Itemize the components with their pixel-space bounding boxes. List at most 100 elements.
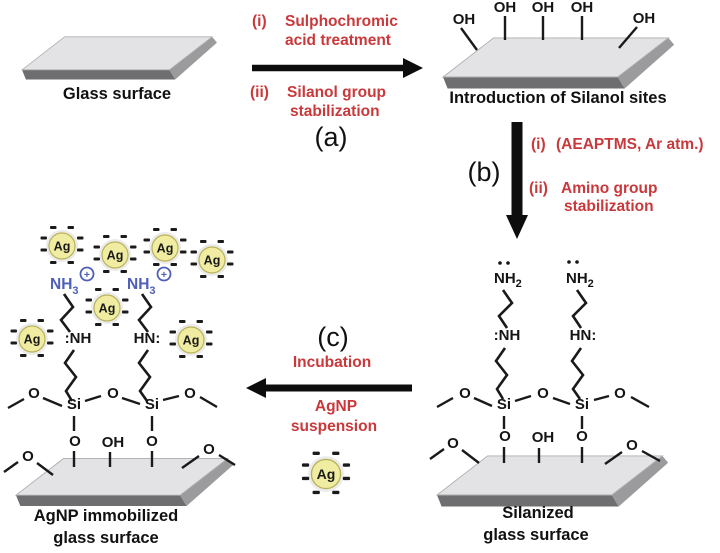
- oxygen-atom: O: [499, 428, 511, 445]
- step-a-ii-num: (ii): [250, 84, 269, 101]
- agnp-label: Ag: [204, 254, 221, 268]
- agnp-icon: Ag: [39, 225, 85, 265]
- agnp-icon: Ag: [189, 239, 235, 279]
- stage3-label-line2: glass surface: [483, 526, 588, 544]
- ammonium-group: NH3 +: [50, 266, 95, 297]
- stage3-label-line1: Silanized: [502, 504, 574, 522]
- stage2-label: Introduction of Silanol sites: [449, 89, 666, 107]
- agnp-label: Ag: [183, 334, 200, 348]
- hydroxyl-group: OH: [532, 429, 555, 446]
- arrow-c-head: [246, 378, 266, 398]
- step-a-ii-line1: Silanol group: [287, 84, 386, 101]
- oxygen-atom: O: [459, 385, 471, 402]
- silanol-sites-illustration: OH OH OH OH OH Introduction of Silanol s…: [442, 0, 675, 107]
- agnp-icon: Ag: [92, 234, 138, 274]
- alkyl-chain: [137, 349, 152, 402]
- amine-nh2: NH2: [494, 270, 522, 290]
- oh-bond: [460, 27, 478, 51]
- oh-group: OH: [532, 0, 555, 16]
- arrow-b-head: [506, 215, 528, 239]
- alkyl-chain: [571, 289, 588, 329]
- oxygen-atom: O: [203, 441, 215, 458]
- oxygen-atom: O: [184, 385, 196, 402]
- agnp-icon: Ag: [84, 287, 130, 327]
- silicon-atom: Si: [145, 396, 159, 413]
- step-c-above: Incubation: [293, 354, 371, 371]
- secondary-amine: HN:: [134, 330, 161, 347]
- agnp-label: Ag: [317, 466, 336, 482]
- agnp-label: Ag: [157, 242, 174, 256]
- oxygen-atom: O: [576, 428, 588, 445]
- oh-group: OH: [453, 11, 476, 28]
- nh3-sub: 3: [72, 285, 78, 297]
- alkyl-chain: [494, 347, 509, 400]
- nh3-nh: NH: [50, 276, 72, 293]
- silicon-atom: Si: [67, 396, 81, 413]
- silanized-glass-illustration: NH2 NH2 :NH HN: O Si O Si: [429, 260, 669, 544]
- agnp-icon: Ag: [301, 450, 351, 495]
- nh3-text: NH3: [127, 276, 156, 297]
- oxygen-atom: O: [537, 385, 549, 402]
- lone-pair-dot: [506, 261, 510, 265]
- oxygen-atom: O: [614, 385, 626, 402]
- step-b-ii-line2: stabilization: [564, 198, 654, 215]
- agnp-label: Ag: [24, 333, 41, 347]
- step-b-ii-line1: Amino group: [561, 180, 657, 197]
- amine-nh2: NH2: [566, 270, 594, 290]
- oxygen-atom: O: [107, 385, 119, 402]
- agnp-label: Ag: [54, 240, 71, 254]
- step-a-i-line2: acid treatment: [285, 32, 391, 49]
- hydroxyl-group: OH: [102, 434, 125, 451]
- silicon-atom: Si: [575, 396, 589, 413]
- nh2-sub: 2: [516, 278, 522, 290]
- agnp-immobilized-illustration: Ag Ag Ag Ag Ag Ag Ag NH3 + NH3 + :NH HN:: [3, 225, 236, 547]
- step-b-i-num: (i): [531, 136, 546, 153]
- oxygen-atom: O: [626, 437, 638, 454]
- stage4-label-line2: glass surface: [53, 529, 158, 547]
- ammonium-group: NH3 +: [127, 266, 172, 297]
- plus-charge: +: [84, 269, 90, 281]
- alkyl-chain: [570, 347, 585, 400]
- nh2-text: NH: [566, 270, 588, 287]
- arrow-a-head: [403, 58, 423, 78]
- secondary-amine: :NH: [494, 327, 521, 344]
- agnp-icon: Ag: [142, 227, 188, 267]
- alkyl-chain: [59, 293, 75, 333]
- nh2-text: NH: [494, 270, 516, 287]
- lone-pair-dot: [575, 260, 579, 264]
- agnp-icon: Ag: [9, 318, 55, 358]
- glass-slab-icon: [442, 37, 675, 89]
- step-b: (b) (i) (AEAPTMS, Ar atm.) (ii) Amino gr…: [468, 122, 704, 239]
- step-a-i-line1: Sulphochromic: [285, 13, 398, 30]
- agnp-icon: Ag: [168, 319, 214, 359]
- step-a-ii-line2: stabilization: [290, 103, 380, 120]
- step-c-below-line2: suspension: [291, 418, 377, 435]
- step-a-tag: (a): [315, 122, 348, 152]
- step-b-tag: (b): [468, 157, 501, 187]
- lone-pair-dot: [498, 261, 502, 265]
- step-b-ii-num: (ii): [529, 180, 548, 197]
- secondary-amine: :NH: [65, 330, 92, 347]
- glass-slab-icon: [21, 36, 218, 80]
- oh-bond: [618, 26, 638, 49]
- stage4-label-line1: AgNP immobilized: [34, 507, 179, 525]
- glass-slab-icon: [436, 455, 669, 507]
- plus-charge: +: [161, 269, 167, 281]
- siloxane-bond-network: [3, 394, 236, 476]
- step-c: (c) Incubation AgNP suspension Ag: [246, 322, 412, 495]
- agnp-label: Ag: [99, 302, 116, 316]
- nh3-nh: NH: [127, 276, 149, 293]
- stage1-label: Glass surface: [63, 85, 171, 103]
- plus-charge-circle: [156, 266, 172, 282]
- nh3-text: NH3: [50, 276, 79, 297]
- agnp-label: Ag: [107, 249, 124, 263]
- oxygen-atom: O: [69, 433, 81, 450]
- oxygen-atom: O: [28, 385, 40, 402]
- plus-charge-circle: [79, 266, 95, 282]
- alkyl-chain: [137, 293, 153, 333]
- oxygen-atom: O: [447, 435, 459, 452]
- alkyl-chain: [497, 289, 514, 329]
- secondary-amine: HN:: [570, 327, 597, 344]
- oxygen-atom: O: [146, 433, 158, 450]
